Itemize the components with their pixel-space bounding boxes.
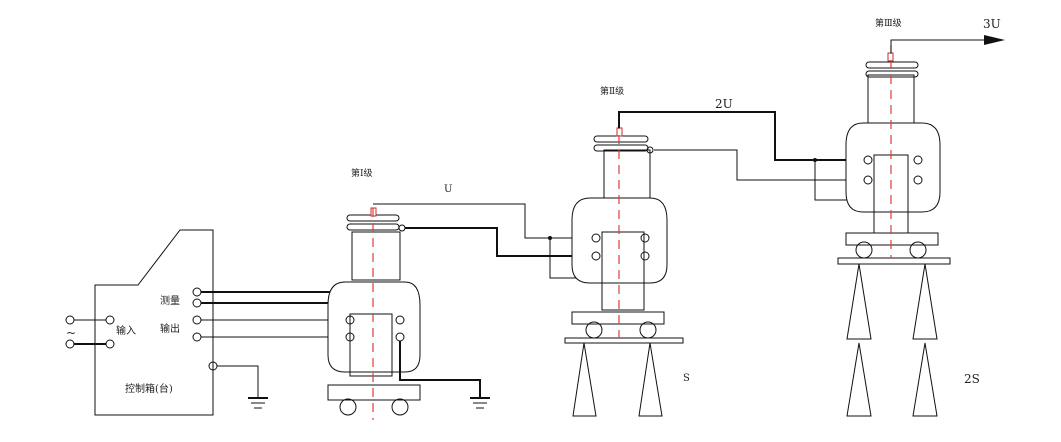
stage-2-platform [564,337,684,344]
stage-2-bushing [593,135,649,143]
ac-symbol: ~ [66,326,76,340]
control-box: ~ 输入 测量 输出 控制箱(台) [65,229,218,416]
stage-1-base [327,384,421,401]
stage-2-base [571,311,665,325]
stage-1-tank [327,281,421,373]
input-terminal [65,315,75,325]
stage-2-capacitance-label: S [683,373,690,384]
control-box-outline [94,229,214,416]
output-arrow [890,35,1005,53]
stage-3-insulator [846,263,872,340]
stage-2-transformer [564,120,684,417]
stage-2-column [603,149,651,199]
measure-label: 测量 [160,294,180,307]
stage-3-bushing [865,61,919,69]
stage-2-label: 第Ⅱ级 [600,85,624,97]
input-terminal [65,339,75,349]
stage-1-transformer [327,207,421,420]
stage-3-platform [837,257,951,265]
input-terminals [65,315,115,349]
stage-1-column [351,231,401,281]
stage-2-output-label: 2U [715,97,733,111]
stage-1-ground-wire [399,341,481,398]
stage-3-label: 第Ⅲ级 [875,17,902,29]
control-box-label: 控制箱(台) [125,382,173,395]
stage-3-transformer [837,45,951,417]
input-label: 输入 [116,324,136,337]
stage-3-insulator [912,263,938,340]
stage-2-insulator [572,342,597,417]
output-label: 输出 [160,322,180,335]
stage-3-insulator [846,342,872,417]
stage-2-insulator [638,342,663,417]
wheel [339,398,357,416]
stage-3-base [845,232,939,246]
stage-3-tank [845,122,941,213]
stage-1-output-label: U [444,184,452,195]
stage-1-label: 第Ⅰ级 [351,167,373,179]
input-terminal [105,339,115,349]
stage-3-insulator [912,342,938,417]
stage-3-output-label: 3U [983,17,1001,31]
stage-3-capacitance-label: 2S [964,372,980,386]
wheel [391,398,409,416]
ground-symbol [470,397,490,409]
input-terminal [105,315,115,325]
ground-symbol [248,397,268,409]
